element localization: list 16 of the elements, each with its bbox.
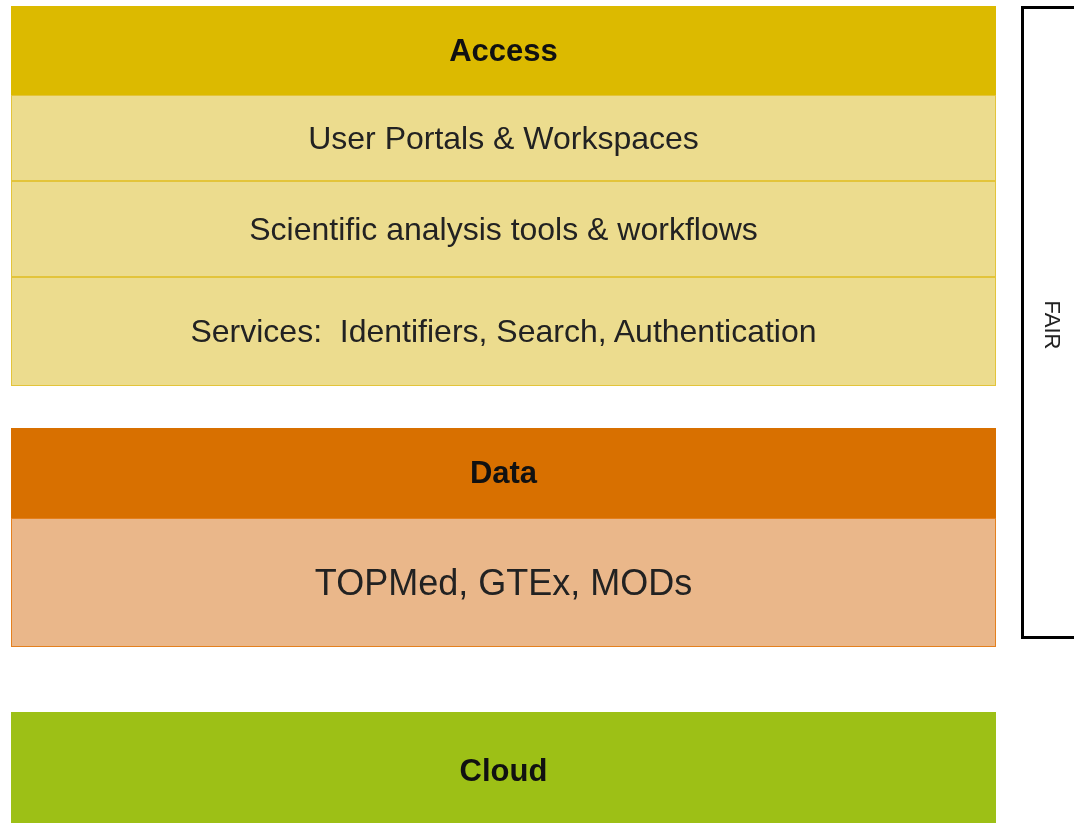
layer-row (11, 181, 996, 277)
layer-row (11, 95, 996, 181)
layer-heading: Access (448, 31, 559, 70)
layer-label: Services: Identifiers, Search, Authentication (189, 312, 818, 351)
vertical-label: FAIR (1039, 300, 1066, 349)
layer-label: TOPMed, GTEx, MODs (313, 560, 694, 605)
layer-row (11, 518, 996, 647)
layer-heading: Cloud (458, 752, 549, 790)
bracket-frame (1021, 6, 1074, 639)
layer-row (11, 277, 996, 386)
layer-panel (11, 712, 996, 823)
layer-heading: Data (468, 454, 539, 492)
layer-panel (11, 6, 996, 386)
layer-panel (11, 428, 996, 647)
layer-label: Scientific analysis tools & workflows (248, 209, 759, 249)
layer-label: User Portals & Workspaces (307, 118, 700, 158)
